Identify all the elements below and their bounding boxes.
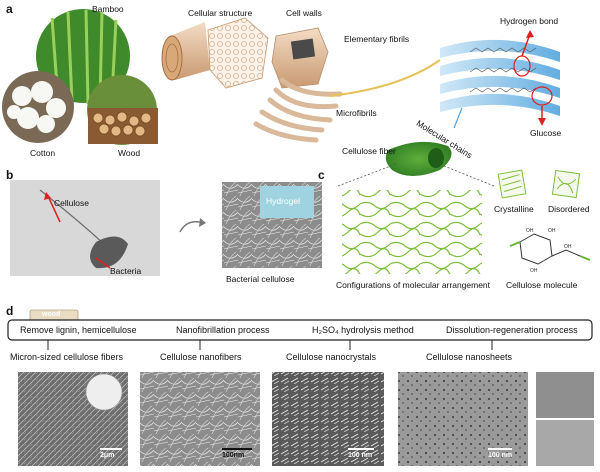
label-wood: Wood: [118, 148, 141, 158]
process-dissolution-regeneration: Dissolution-regeneration process: [446, 325, 578, 335]
label-hydrogen-bond: Hydrogen bond: [500, 16, 559, 26]
bacteria-sem-image: [10, 180, 160, 276]
process-box: [7, 319, 593, 341]
bacterial-cellulose-sem-image: [222, 182, 322, 268]
panel-b-letter: b: [6, 168, 14, 182]
scale-label-2um: 2μm: [100, 452, 115, 459]
scale-label-100nm-a: 100nm: [222, 452, 245, 459]
log-cross-section: [161, 22, 210, 81]
elementary-fibril-line: [329, 59, 441, 97]
label-cellulose-molecule: Cellulose molecule: [506, 280, 578, 290]
cell-walls-tube: [271, 27, 329, 89]
cellular-structure-block: [207, 17, 269, 89]
nanofibers-sem: [140, 372, 260, 466]
label-hydrogel: Hydrogel: [266, 196, 301, 206]
process-nanofibrillation: Nanofibrillation process: [176, 325, 270, 335]
molecular-chains: [440, 39, 560, 116]
wood-photo: [87, 75, 158, 145]
disordered-square: [551, 169, 581, 199]
process-hydrolysis: H₂SO₄ hydrolysis method: [312, 325, 414, 335]
svg-text:OH: OH: [530, 268, 538, 274]
scale-label-100nm-c: 100 nm: [488, 452, 513, 459]
label-bacteria: Bacteria: [110, 266, 142, 276]
product-nanofibers: Cellulose nanofibers: [160, 352, 242, 362]
hydrogen-bond-arrow: [521, 33, 531, 57]
panel-d-letter: d: [6, 304, 14, 318]
label-elementary-fibrils: Elementary fibrils: [344, 34, 410, 44]
scale-bar-2um: [100, 448, 122, 450]
scale-label-100nm-b: 100 nm: [348, 452, 373, 459]
cellulose-fiber-shape: [385, 141, 452, 176]
svg-text:OH: OH: [564, 244, 572, 250]
nanosheets-sem: [398, 372, 528, 466]
svg-text:OH: OH: [548, 228, 556, 234]
panel-c-letter: c: [318, 168, 325, 182]
nanocrystals-sem: [272, 372, 384, 466]
panel-a-letter: a: [6, 2, 13, 16]
label-microfibrils: Microfibrils: [336, 108, 377, 118]
curved-arrow-icon: [179, 220, 201, 233]
nanosheets-tem-bottom: [536, 420, 594, 466]
crystalline-square: [497, 169, 527, 199]
wood-block-label: wood: [42, 311, 61, 318]
label-cotton: Cotton: [30, 148, 56, 158]
product-nanosheets: Cellulose nanosheets: [426, 352, 513, 362]
label-glucose: Glucose: [530, 128, 562, 138]
product-micron-fibers: Micron-sized cellulose fibers: [10, 352, 124, 362]
label-cellular-structure: Cellular structure: [188, 8, 253, 18]
molecular-chains-pointer: [453, 107, 463, 129]
label-crystalline: Crystalline: [494, 204, 534, 214]
glucose-ring: [531, 86, 553, 106]
cotton-photo: [2, 71, 74, 143]
scale-bar-100nm-a: [222, 448, 252, 450]
label-cellulose: Cellulose: [54, 198, 89, 208]
label-bacterial-cellulose: Bacterial cellulose: [226, 274, 295, 284]
scale-bar-100nm-c: [488, 448, 512, 450]
label-bamboo: Bamboo: [92, 4, 124, 14]
svg-text:OH: OH: [526, 228, 534, 234]
label-configurations: Configurations of molecular arrangement: [336, 280, 491, 290]
process-remove-lignin: Remove lignin, hemicellulose: [20, 325, 137, 335]
label-cell-walls: Cell walls: [286, 8, 322, 18]
label-disordered: Disordered: [548, 204, 590, 214]
nanosheets-tem-top: [536, 372, 594, 418]
scale-bar-100nm-b: [348, 448, 374, 450]
product-nanocrystals: Cellulose nanocrystals: [286, 352, 377, 362]
microfibrils-strands: [253, 77, 343, 143]
molecular-arrangement-map: [342, 190, 482, 274]
cellulose-molecule-structure: OH OH OH OH: [509, 228, 591, 274]
label-cellulose-fiber: Cellulose fiber: [342, 146, 396, 156]
